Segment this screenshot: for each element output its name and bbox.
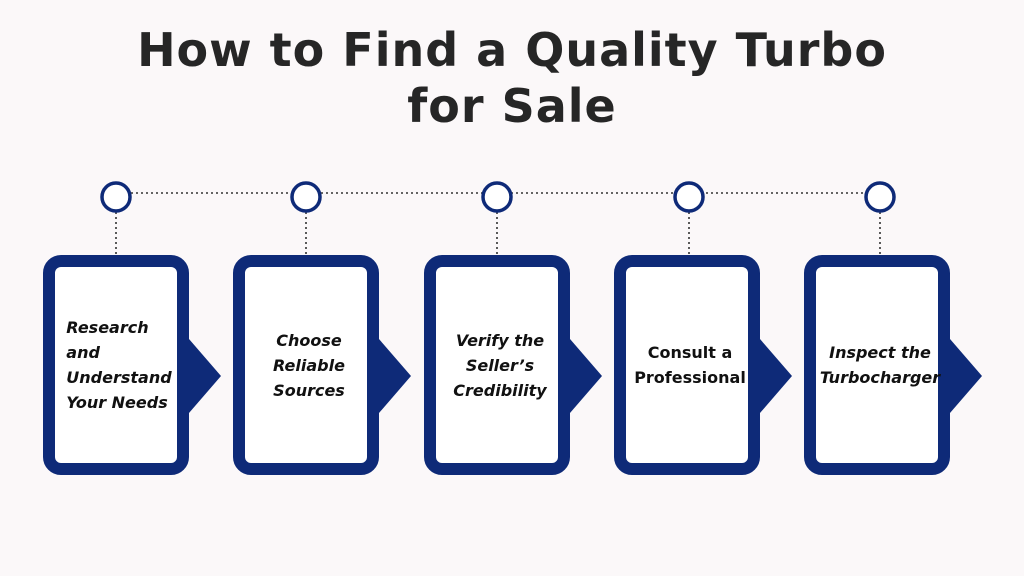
timeline-node-3 [481,181,513,213]
step-label-line: Professional [634,368,746,387]
step-label-line: Choose [276,330,342,350]
step-label-line: Turbocharger [819,368,941,387]
step-label-line: Reliable [273,355,345,375]
step-label-line: Credibility [453,380,547,400]
step-label-line: and [66,343,100,362]
timeline-node-2 [290,181,322,213]
timeline-node-4 [673,181,705,213]
step-label-line: Seller’s [465,355,535,375]
step-label-line: Your Needs [66,393,168,412]
step-label-line: Research [66,318,149,337]
step-label-line: Consult a [647,343,733,362]
step-label-line: Understand [66,368,172,387]
step-label-line: Sources [273,380,345,400]
title-line-1: How to Find a Quality Turbo [137,23,887,77]
arrow-right-icon [570,339,602,413]
step-card-4: Consult a Professional [614,255,792,475]
timeline-node-5 [864,181,896,213]
page-title: How to Find a Quality Turbo for Sale [0,22,1024,134]
arrow-right-icon [760,339,792,413]
title-line-2: for Sale [407,79,617,133]
arrow-right-icon [950,339,982,413]
step-label-line: Inspect the [829,343,931,362]
timeline-node-1 [100,181,132,213]
step-label-4: Consult a Professional [624,267,756,463]
step-label-line: Verify the [455,330,545,350]
arrow-right-icon [189,339,221,413]
arrow-right-icon [379,339,411,413]
